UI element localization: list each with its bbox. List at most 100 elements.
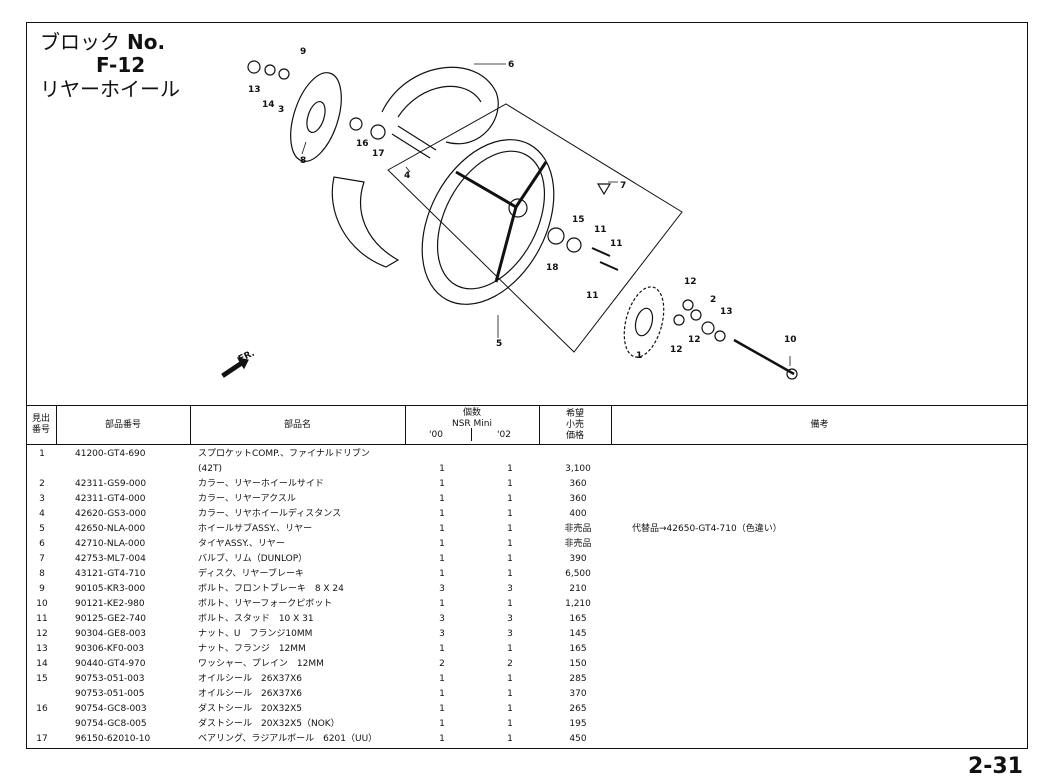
- sprocket-center: [634, 307, 654, 337]
- axle-bolt-head: [786, 368, 798, 380]
- brake-disc-center: [306, 100, 326, 134]
- cell-ref: 15: [36, 674, 48, 684]
- cell-price: 6,500: [565, 569, 591, 579]
- callout-12-a: 12: [684, 277, 697, 287]
- header-qty-group: 個数 NSR Mini '00 '02: [405, 406, 539, 444]
- cell-qty-02: 1: [507, 464, 513, 474]
- cell-qty-00: 1: [439, 569, 445, 579]
- header-qty: 個数: [462, 408, 481, 418]
- cell-part-name: カラー、リヤーアクスル: [198, 494, 296, 504]
- cell-ref: 4: [39, 509, 45, 519]
- cell-price: 1,210: [565, 599, 591, 609]
- cell-note: 代替品→42650-GT4-710（色違い）: [632, 524, 782, 534]
- cell-price: 3,100: [565, 464, 591, 474]
- cell-part-name: カラー、リヤホイールディスタンス: [198, 509, 342, 519]
- cell-qty-02: 1: [507, 644, 513, 654]
- cell-price: 360: [569, 494, 587, 504]
- cell-part-no: 90306-KF0-003: [75, 644, 145, 654]
- cell-price: 285: [569, 674, 587, 684]
- cell-part-no: 42753-ML7-004: [75, 554, 146, 564]
- callout-3: 3: [278, 105, 284, 115]
- cell-qty-00: 1: [439, 464, 445, 474]
- cell-ref: 2: [39, 479, 45, 489]
- cell-part-name: カラー、リヤーホイールサイド: [198, 479, 324, 489]
- header-model: NSR Mini: [451, 419, 493, 429]
- cell-part-no: 42311-GT4-000: [75, 494, 146, 504]
- title-block: ブロック No. F-12 リヤーホイール: [40, 30, 180, 102]
- cell-qty-00: 1: [439, 509, 445, 519]
- washer-14-shape: [264, 64, 276, 76]
- cell-qty-00: 1: [439, 719, 445, 729]
- cell-part-no: 90105-KR3-000: [75, 584, 146, 594]
- cell-qty-02: 3: [507, 629, 513, 639]
- cell-ref: 1: [39, 449, 45, 459]
- callout-1: 1: [636, 351, 642, 361]
- parts-table-header: 見出 番号 部品番号 部品名 個数 NSR Mini '00 '02 希望 小売…: [26, 406, 1028, 445]
- cell-part-no: 90125-GE2-740: [75, 614, 147, 624]
- cell-qty-00: 1: [439, 734, 445, 744]
- cell-part-name: スプロケットCOMP.、ファイナルドリブン: [198, 449, 370, 459]
- cell-part-no: 90753-051-005: [75, 689, 145, 699]
- header-year-divider: [471, 428, 472, 441]
- cell-qty-02: 1: [507, 539, 513, 549]
- callout-7: 7: [620, 181, 626, 191]
- nut-12c-shape: [690, 309, 702, 321]
- callout-14: 14: [262, 100, 275, 110]
- header-part-no: 部品番号: [104, 419, 141, 430]
- cell-ref: 10: [36, 599, 48, 609]
- cell-part-name: ホイールサブASSY.、リヤー: [198, 524, 313, 534]
- cell-price: 450: [569, 734, 587, 744]
- cell-part-no: 42620-GS3-000: [75, 509, 147, 519]
- cell-qty-02: 3: [507, 584, 513, 594]
- callout-2: 2: [710, 295, 716, 305]
- cell-qty-00: 1: [439, 539, 445, 549]
- cell-part-no: 42710-NLA-000: [75, 539, 146, 549]
- nut-12b-shape: [673, 314, 685, 326]
- wheel-spokes: [455, 161, 548, 283]
- cell-qty-02: 1: [507, 524, 513, 534]
- cell-part-no: 90754-GC8-003: [75, 704, 147, 714]
- wheel-hub: [508, 198, 528, 218]
- cell-qty-02: 1: [507, 719, 513, 729]
- cell-price: 165: [569, 644, 587, 654]
- cell-qty-02: 2: [507, 659, 513, 669]
- cell-qty-00: 1: [439, 554, 445, 564]
- header-years: '00 '02: [405, 428, 539, 441]
- tire-tread: [397, 85, 482, 118]
- axle-bolt-shaft: [733, 338, 795, 376]
- cell-qty-00: 3: [439, 614, 445, 624]
- seal-15-shape: [566, 237, 582, 253]
- cell-qty-00: 1: [439, 479, 445, 489]
- cell-part-no: 41200-GT4-690: [75, 449, 146, 459]
- callout-17: 17: [372, 149, 385, 159]
- header-part-name: 部品名: [283, 419, 311, 430]
- cell-part-name: ダストシール 20X32X5（NOK）: [198, 719, 340, 729]
- stud-11b-shape: [599, 261, 619, 271]
- block-label: ブロック: [40, 30, 120, 54]
- callout-11-a: 11: [594, 225, 607, 235]
- cell-part-no: 90440-GT4-970: [75, 659, 146, 669]
- callout-10: 10: [784, 335, 797, 345]
- wheel-rim-inner: [436, 150, 546, 290]
- cell-qty-00: 1: [439, 644, 445, 654]
- cell-qty-02: 1: [507, 674, 513, 684]
- cell-part-name: ダストシール 20X32X5: [198, 704, 302, 714]
- cell-qty-00: 1: [439, 704, 445, 714]
- cell-qty-00: 1: [439, 524, 445, 534]
- collar-2-shape: [701, 321, 715, 335]
- valve-7-shape: [596, 183, 612, 196]
- cell-qty-00: 3: [439, 629, 445, 639]
- cell-part-name: ディスク、リヤーブレーキ: [198, 569, 305, 579]
- cell-part-name: ボルト、フロントブレーキ 8 X 24: [198, 584, 344, 594]
- cell-price: 390: [569, 554, 587, 564]
- cell-part-name: オイルシール 26X37X6: [198, 674, 302, 684]
- cell-part-no: 90304-GE8-003: [75, 629, 147, 639]
